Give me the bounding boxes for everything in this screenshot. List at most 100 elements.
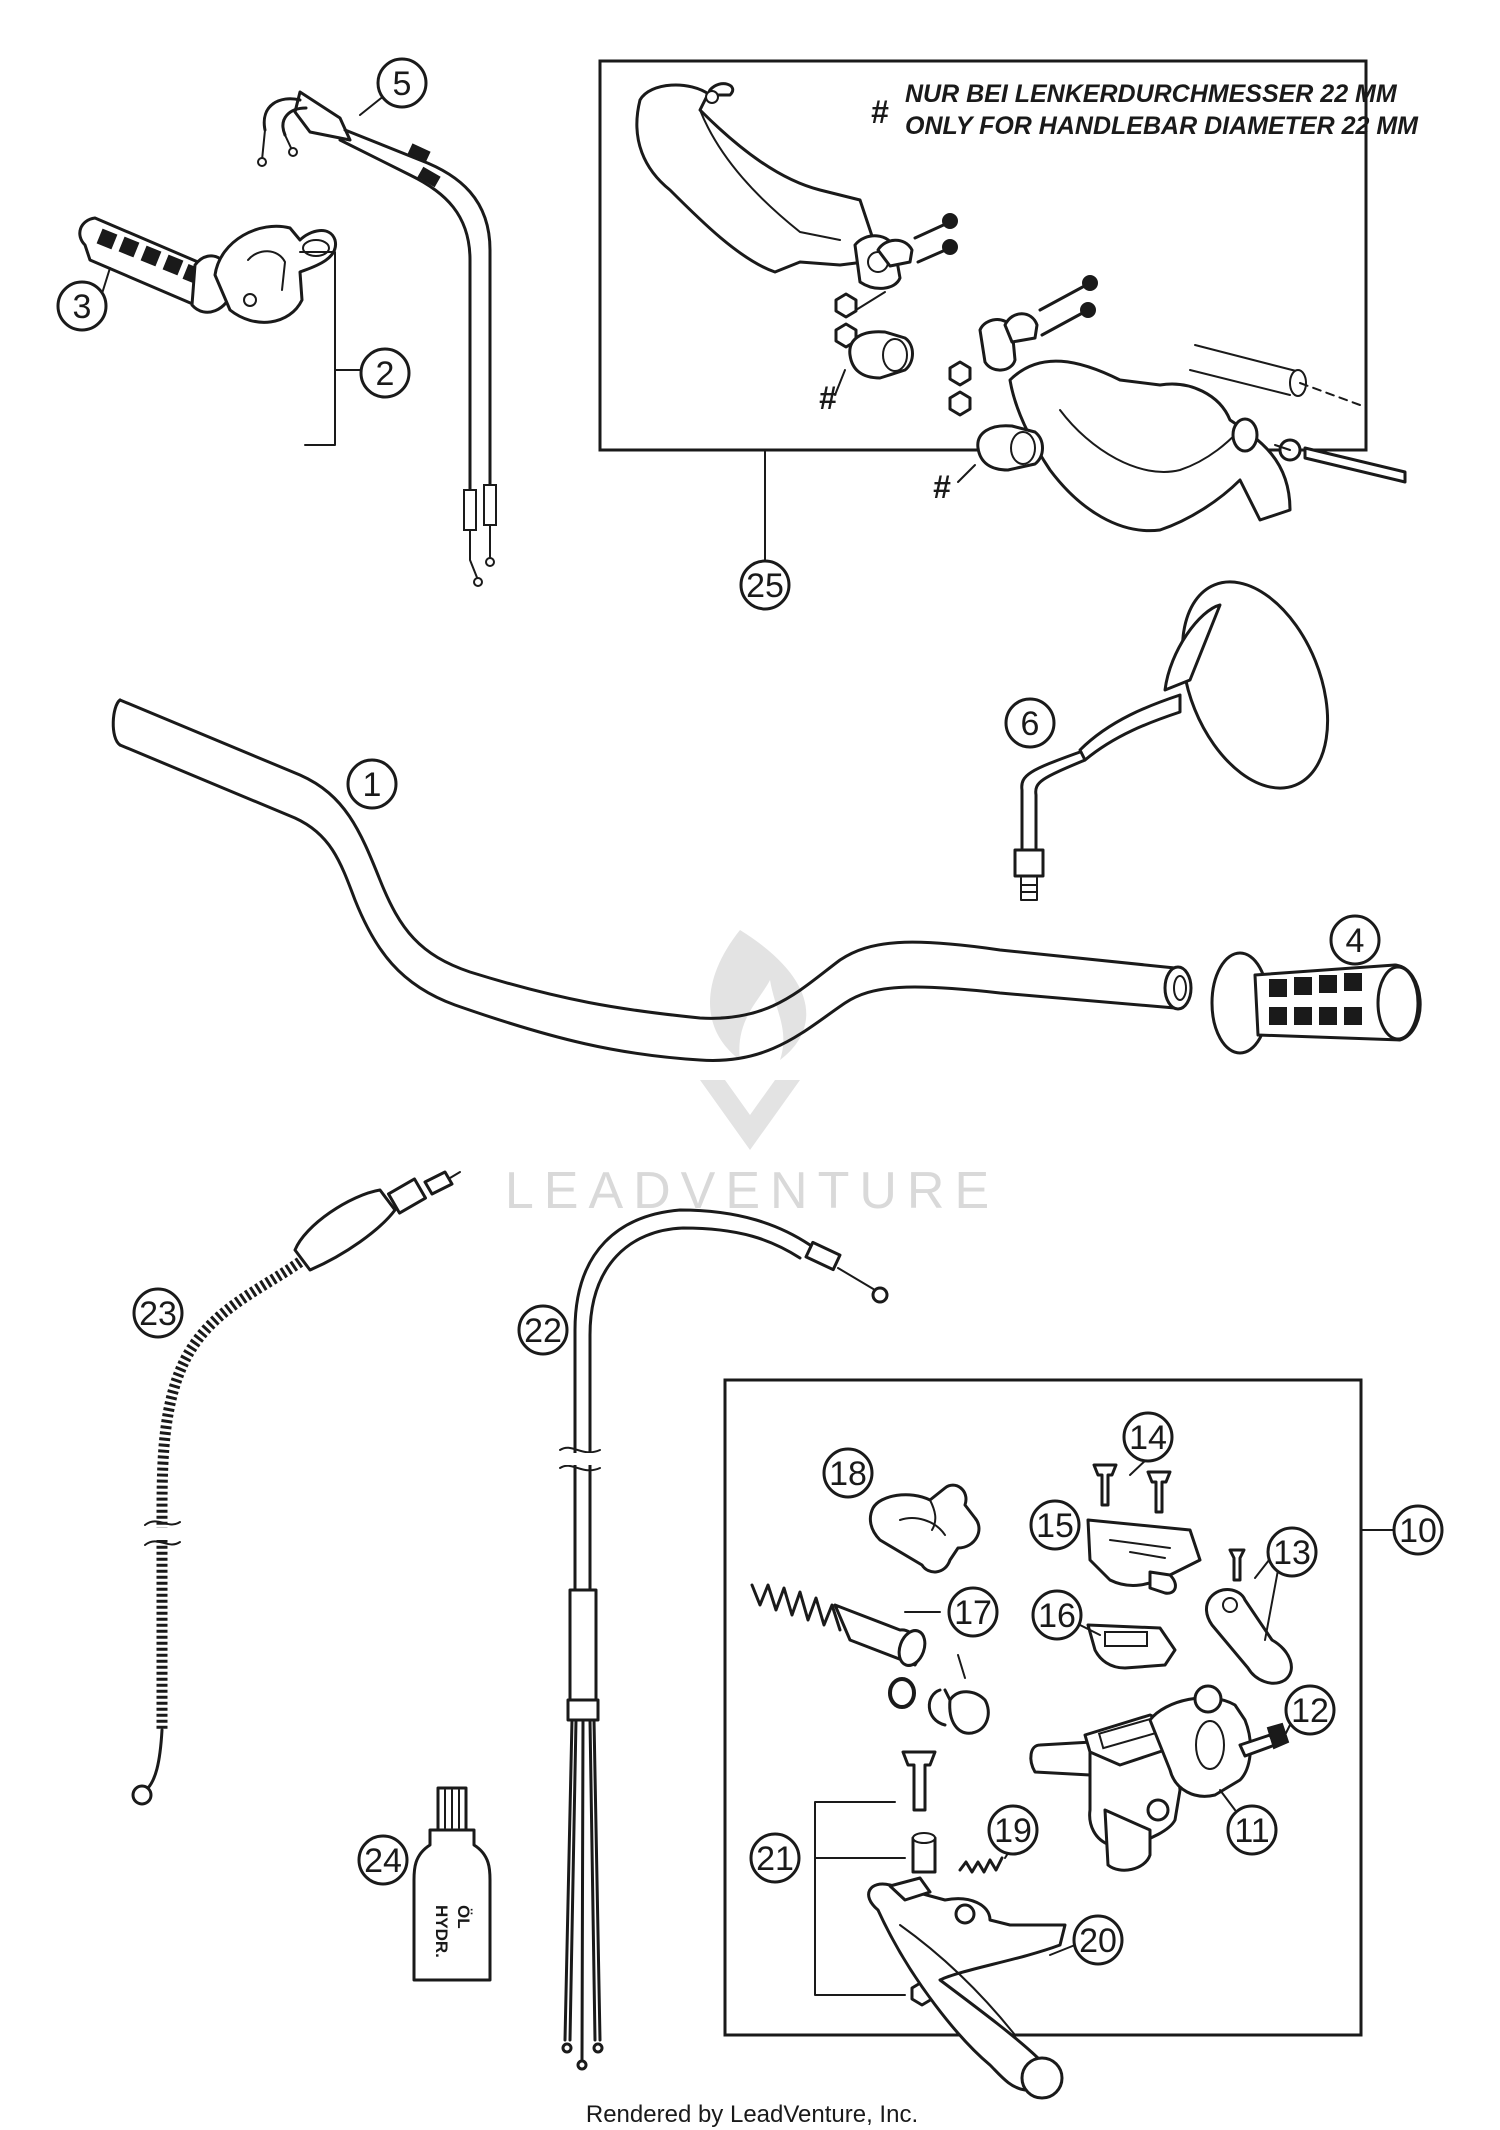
left-grip-pattern	[1269, 973, 1362, 1025]
svg-text:1: 1	[363, 766, 382, 804]
hash-lead-2	[957, 464, 976, 483]
hose-fitting-top	[293, 1188, 397, 1272]
bar-end-stub	[1189, 344, 1301, 396]
bolt-2-head	[942, 239, 958, 255]
clutch-cable-split-2	[568, 1718, 597, 2042]
spacer-right-hole	[1010, 431, 1036, 465]
cable-ferrule-2	[483, 484, 497, 526]
master-cylinder-box	[723, 1378, 1363, 2037]
clutch-cable-split	[563, 1718, 602, 2062]
bolt-4	[1040, 308, 1090, 337]
throttle-housing-slot	[302, 239, 330, 257]
svg-text:6: 6	[1021, 705, 1040, 743]
callout-13: 13	[1266, 1526, 1318, 1578]
callout-14: 14	[1122, 1411, 1174, 1463]
callout-19: 19	[987, 1804, 1039, 1856]
right-clamp-top	[1003, 312, 1039, 344]
spacer-left-hole	[882, 338, 908, 372]
callout-11: 11	[1226, 1804, 1278, 1856]
svg-text:21: 21	[756, 1840, 794, 1878]
handlebar-left-end	[111, 698, 122, 747]
adjuster-13	[1205, 1588, 1293, 1685]
left-grip-end	[1376, 965, 1420, 1041]
bar-end-stub-end	[1289, 369, 1307, 397]
svg-text:25: 25	[746, 567, 784, 605]
mirror-arm-2	[1034, 758, 1087, 850]
right-clamp	[978, 318, 1017, 372]
cable-break-gap	[565, 1453, 595, 1465]
callout-15: 15	[1029, 1499, 1081, 1551]
callout-22: 22	[517, 1304, 569, 1356]
svg-text:18: 18	[829, 1455, 867, 1493]
master-cylinder-pivot	[1146, 1798, 1170, 1822]
callout-16-lead	[1079, 1624, 1101, 1636]
mirror-nut	[1013, 848, 1045, 878]
cover-15-detail	[1109, 1539, 1171, 1559]
lever-20	[867, 1882, 1067, 2092]
callout-13-lead-2	[1264, 1569, 1279, 1641]
right-handguard-edge	[1059, 409, 1241, 473]
watermark: LEADVENTURE	[505, 930, 989, 1220]
clutch-cable-top-inner	[588, 1226, 802, 1592]
svg-text:15: 15	[1036, 1507, 1074, 1545]
callout-20: 20	[1072, 1914, 1124, 1966]
throttle-cable-housing	[293, 90, 352, 142]
throttle-cable-1	[343, 128, 492, 522]
callout-25: 25	[739, 559, 791, 611]
callout-12-lead	[1284, 1724, 1291, 1736]
adjuster-13-hole	[1222, 1597, 1238, 1613]
screw-14b	[1146, 1470, 1172, 1514]
cable-ends	[469, 524, 491, 581]
callout-17-bracket	[904, 1611, 966, 1679]
master-cylinder-kit	[723, 1378, 1396, 2100]
svg-text:5: 5	[393, 65, 412, 103]
callout-21-bracket	[814, 1801, 906, 1996]
hash-lead-1	[834, 369, 846, 396]
hose-banjo-lead	[449, 1171, 461, 1179]
cable-nipple-3	[473, 577, 483, 587]
left-handguard-edge	[699, 109, 841, 241]
clutch-cable	[559, 1208, 889, 2071]
callout-5: 5	[376, 57, 428, 109]
end-bolt-lead	[1274, 444, 1291, 451]
callout-2-bracket	[299, 251, 336, 446]
throttle-cable-bend	[262, 97, 308, 137]
hose-lower-end	[146, 1728, 164, 1790]
clutch-cable-junction	[566, 1698, 600, 1722]
circlip-17	[927, 1688, 952, 1727]
cable-break-bottom	[559, 1464, 601, 1472]
bolt-4-head	[1080, 302, 1096, 318]
cover-15	[1086, 1518, 1202, 1587]
handlebar	[111, 698, 1193, 1062]
svg-text:19: 19	[994, 1812, 1032, 1850]
cap-17	[948, 1690, 990, 1735]
diaphragm-16-slot	[1104, 1631, 1148, 1647]
lever-20-ball	[1020, 2056, 1064, 2100]
end-bolt	[1303, 446, 1407, 484]
handguard-hole	[705, 90, 719, 104]
bottle-label-2: ÖL	[454, 1905, 473, 1929]
callout-23: 23	[132, 1287, 184, 1339]
mirror-back	[1163, 603, 1222, 692]
lever-20-adjuster	[888, 1876, 932, 1902]
master-cylinder-banjo	[1193, 1684, 1223, 1714]
adjuster-2	[417, 166, 441, 188]
hose-break-bottom	[144, 1540, 181, 1546]
handlebar-right-bore	[1173, 975, 1187, 1001]
note-symbol: #	[871, 94, 889, 130]
throttle-housing-detail	[247, 250, 286, 291]
left-handguard	[635, 82, 882, 274]
callout-21: 21	[749, 1832, 801, 1884]
adjuster-1	[407, 143, 431, 163]
bottle-body	[412, 1828, 492, 1982]
right-handguard	[1008, 359, 1292, 533]
cable-nipple-2	[288, 147, 298, 157]
hash-marker-2: #	[933, 469, 951, 505]
spring-17	[750, 1583, 842, 1632]
lever-20-pivot	[954, 1903, 976, 1925]
mirror-glass	[1180, 580, 1330, 790]
bottle-cap-ridges	[444, 1789, 460, 1829]
nut-lead	[855, 291, 886, 311]
screw-14a	[1092, 1463, 1118, 1507]
